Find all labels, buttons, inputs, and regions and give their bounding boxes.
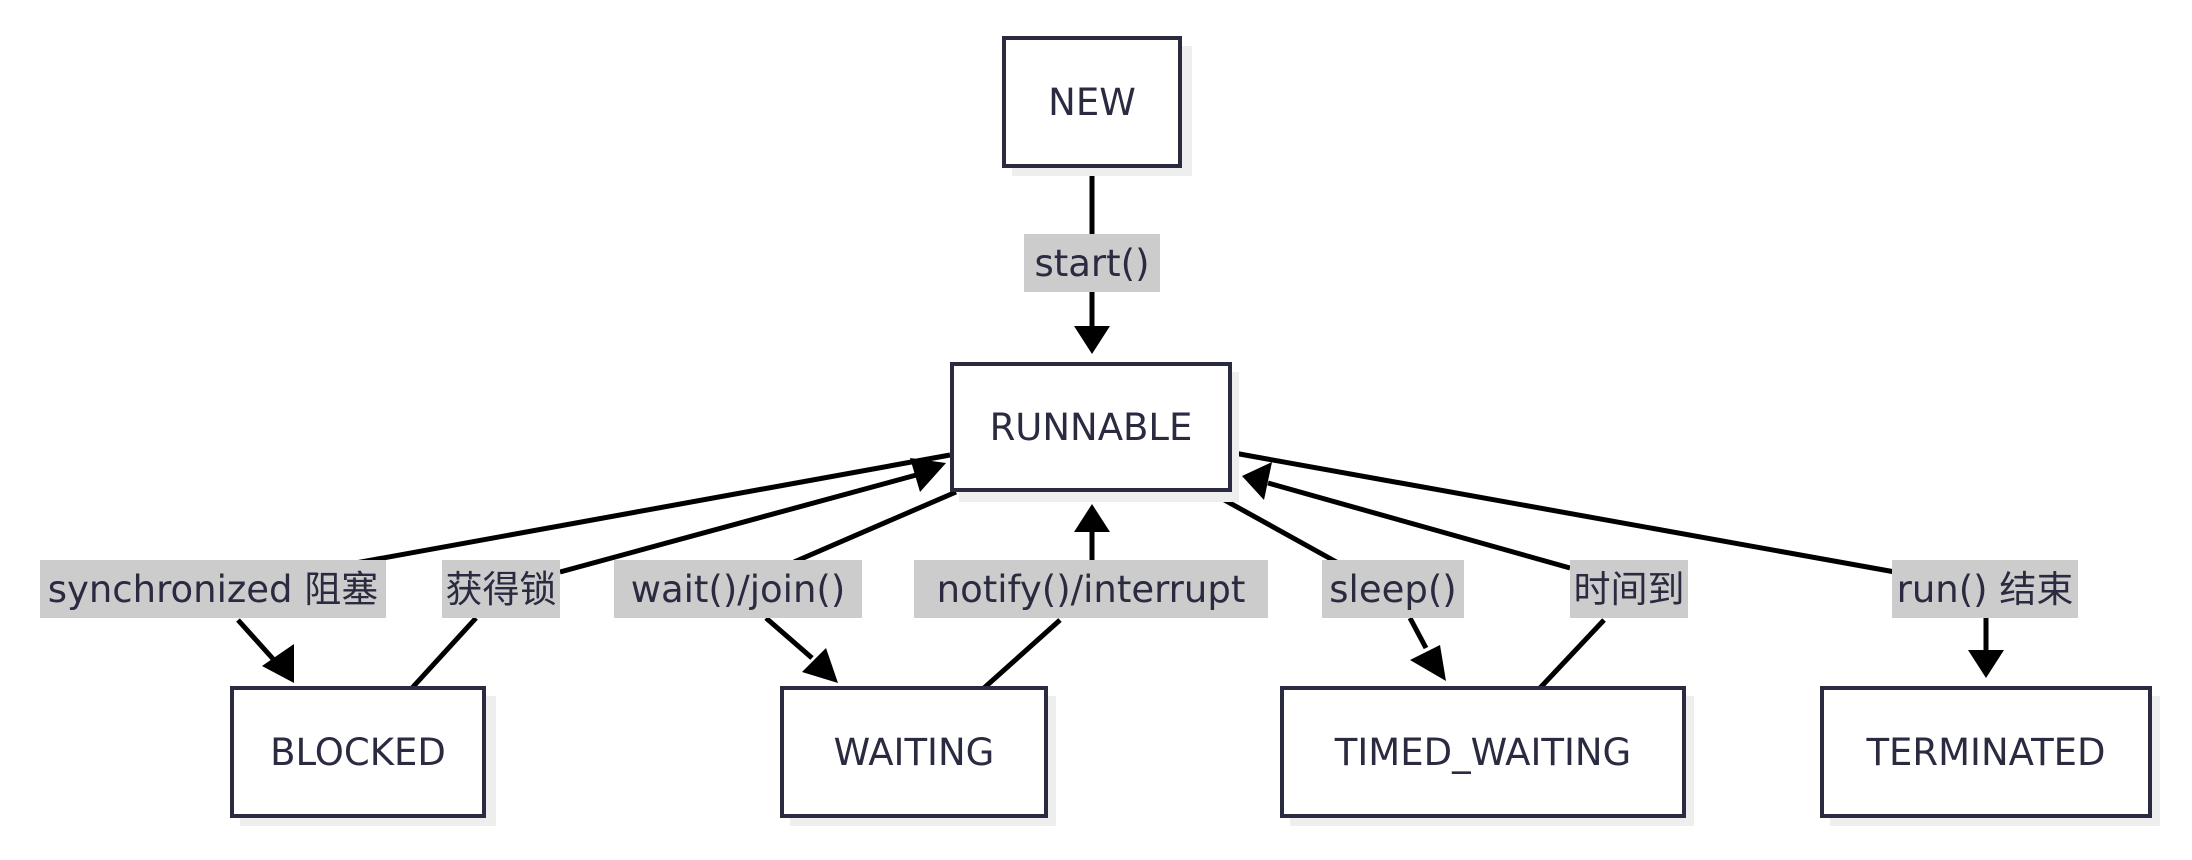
edge-waiting-to-runnable xyxy=(982,504,1110,690)
edge-timed-waiting-to-runnable xyxy=(1242,462,1606,690)
edge-label-start: start() xyxy=(1024,234,1160,292)
node-timed-waiting: TIMED_WAITING xyxy=(1280,686,1694,826)
arrowhead-icon xyxy=(1242,462,1272,500)
edge-runnable-to-terminated xyxy=(1233,450,2004,678)
edge-label-synchronized: synchronized 阻塞 xyxy=(40,560,386,618)
node-label: TERMINATED xyxy=(1865,731,2105,774)
node-label: NEW xyxy=(1048,81,1136,124)
edge-label-text: notify()/interrupt xyxy=(937,568,1246,611)
edge-runnable-to-waiting xyxy=(764,489,957,683)
node-label: BLOCKED xyxy=(270,731,446,774)
node-label: RUNNABLE xyxy=(990,406,1193,449)
arrowhead-icon xyxy=(1074,326,1110,354)
edge-label-wait-join: wait()/join() xyxy=(614,560,862,618)
edge-label-text: 获得锁 xyxy=(446,568,557,611)
edge-runnable-to-timed-waiting xyxy=(1208,489,1446,681)
arrowhead-icon xyxy=(1410,645,1446,681)
edge-label-notify-interrupt: notify()/interrupt xyxy=(914,560,1268,618)
edge-label-run-end: run() 结束 xyxy=(1892,560,2078,618)
edge-label-time-up: 时间到 xyxy=(1570,560,1688,618)
node-waiting: WAITING xyxy=(780,686,1056,826)
node-label: TIMED_WAITING xyxy=(1334,731,1631,774)
edge-label-text: sleep() xyxy=(1329,568,1456,611)
node-terminated: TERMINATED xyxy=(1820,686,2160,826)
edge-label-text: wait()/join() xyxy=(631,568,846,611)
node-blocked: BLOCKED xyxy=(230,686,496,826)
arrowhead-icon xyxy=(910,458,946,492)
node-label: WAITING xyxy=(834,731,995,774)
edge-label-text: 时间到 xyxy=(1574,568,1685,611)
edge-runnable-to-blocked xyxy=(236,452,951,683)
arrowhead-icon xyxy=(1074,504,1110,532)
node-new: NEW xyxy=(1002,36,1192,176)
arrowhead-icon xyxy=(802,648,838,683)
node-runnable: RUNNABLE xyxy=(950,362,1239,502)
edge-label-text: synchronized 阻塞 xyxy=(48,568,379,611)
arrowhead-icon xyxy=(262,644,294,683)
edge-label-text: start() xyxy=(1034,242,1149,285)
edge-label-sleep: sleep() xyxy=(1322,560,1464,618)
arrowhead-icon xyxy=(1968,650,2004,678)
edge-blocked-to-runnable xyxy=(410,458,946,690)
edge-label-text: run() 结束 xyxy=(1897,568,2074,611)
edge-label-acquire-lock: 获得锁 xyxy=(442,560,560,618)
